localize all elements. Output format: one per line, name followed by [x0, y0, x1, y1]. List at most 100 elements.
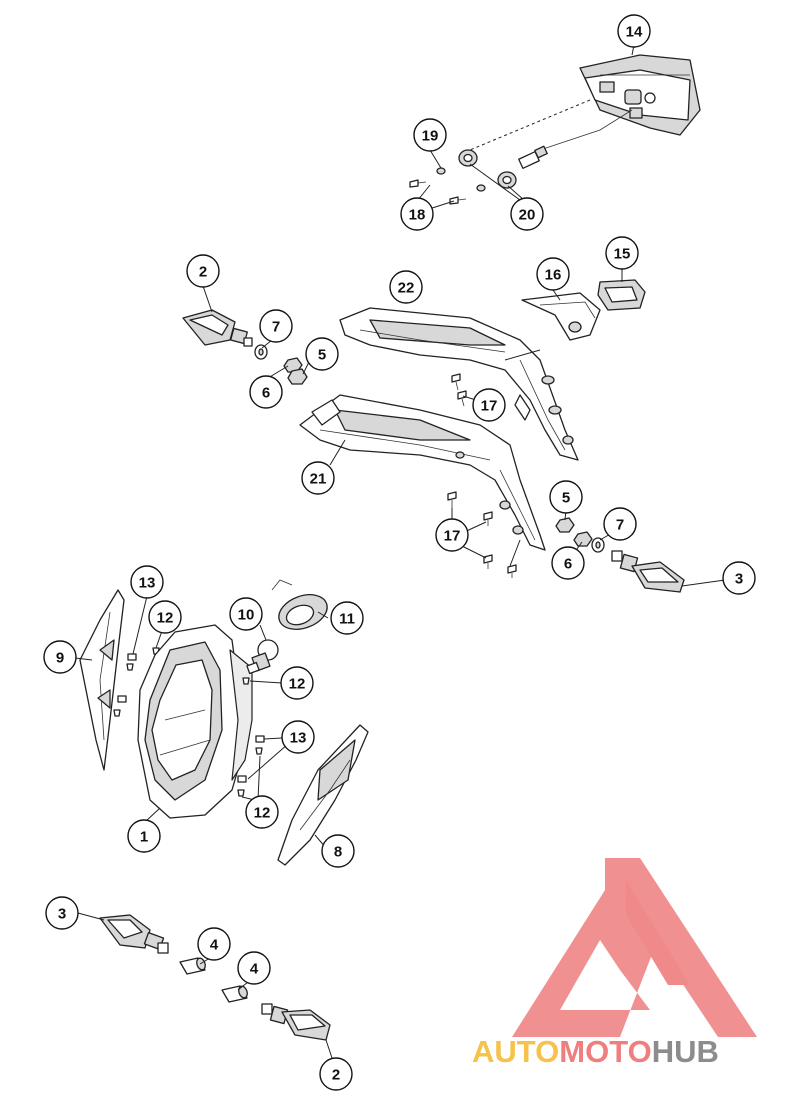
turn-signal-rear-right	[611, 550, 685, 593]
callout-circle	[413, 118, 447, 152]
screw	[483, 554, 493, 569]
callout-16: 16	[536, 257, 570, 291]
callout-circle	[186, 254, 220, 288]
callout-number: 12	[254, 805, 271, 822]
callout-17: 17	[435, 518, 469, 552]
callout-circle	[549, 480, 583, 514]
callout-number: 13	[290, 730, 307, 747]
screw	[126, 663, 134, 671]
callout-number: 4	[250, 961, 259, 978]
callout-number: 11	[339, 611, 355, 628]
callout-21: 21	[301, 461, 335, 495]
clip	[127, 653, 137, 661]
callout-number: 12	[289, 676, 306, 693]
callout-11: 11	[330, 601, 364, 635]
rear-subframe-upper	[339, 307, 579, 461]
callout-3: 3	[722, 561, 756, 595]
callout-7: 7	[603, 507, 637, 541]
callout-12: 12	[148, 600, 182, 634]
callout-17: 17	[472, 388, 506, 422]
callout-circle	[130, 565, 164, 599]
callout-number: 2	[199, 264, 207, 281]
callout-14: 14	[617, 14, 651, 48]
grommet-upper	[458, 149, 478, 167]
callout-number: 6	[564, 556, 572, 573]
clip	[237, 775, 247, 783]
callout-circle	[229, 597, 263, 631]
callout-22: 22	[389, 270, 423, 304]
callout-number: 7	[616, 517, 624, 534]
callout-number: 6	[262, 385, 270, 402]
callout-circle	[472, 388, 506, 422]
callout-circle	[722, 561, 756, 595]
logo-inner-stroke	[626, 880, 690, 985]
callout-19: 19	[413, 118, 447, 152]
callout-circle	[321, 834, 355, 868]
callout-circle	[536, 257, 570, 291]
logo-wordmark: AUTOMOTOHUB	[472, 1034, 719, 1069]
callout-9: 9	[43, 640, 77, 674]
callout-circle	[305, 337, 339, 371]
callout-number: 22	[398, 280, 415, 297]
callout-6: 6	[551, 546, 585, 580]
clip	[117, 695, 127, 703]
callout-circle	[245, 795, 279, 829]
callout-2: 2	[319, 1057, 353, 1091]
callout-number: 14	[626, 24, 643, 41]
callout-number: 4	[210, 937, 219, 954]
callout-circle	[400, 197, 434, 231]
logo-text-moto: MOTO	[559, 1034, 651, 1069]
nut	[287, 368, 308, 385]
callout-number: 8	[334, 844, 342, 861]
callout-number: 3	[58, 906, 66, 923]
headlight-side-panel-right	[277, 724, 369, 866]
screw	[507, 564, 517, 578]
callout-7: 7	[259, 309, 293, 343]
callout-circle	[603, 507, 637, 541]
callout-number: 20	[519, 207, 536, 224]
callout-15: 15	[605, 236, 639, 270]
screw	[113, 709, 121, 717]
callout-number: 3	[735, 571, 743, 588]
screw	[447, 491, 457, 508]
callout-8: 8	[321, 834, 355, 868]
callout-circle	[281, 720, 315, 754]
callout-circle	[389, 270, 423, 304]
callout-number: 10	[238, 607, 255, 624]
screw	[237, 789, 245, 797]
callout-10: 10	[229, 597, 263, 631]
callout-circle	[551, 546, 585, 580]
bulb-dust-cover	[271, 579, 328, 630]
callout-12: 12	[280, 666, 314, 700]
turn-signal-front-right	[261, 1003, 331, 1041]
callout-number: 21	[310, 471, 327, 488]
screw	[242, 677, 250, 685]
automotohub-logo: AUTOMOTOHUB	[472, 858, 757, 1069]
headlight-assembly	[137, 624, 253, 819]
callout-circle	[617, 14, 651, 48]
callout-number: 5	[562, 490, 570, 507]
callout-number: 19	[422, 128, 439, 145]
callout-circle	[148, 600, 182, 634]
callout-number: 17	[481, 398, 498, 415]
callout-circle	[249, 375, 283, 409]
callout-13: 13	[130, 565, 164, 599]
callout-circle	[43, 640, 77, 674]
logo-triangle-mark	[512, 858, 757, 1037]
logo-text-hub: HUB	[652, 1034, 719, 1069]
wire-connector	[518, 145, 548, 169]
callout-1: 1	[127, 819, 161, 853]
mounting-bracket	[521, 292, 601, 341]
callout-number: 2	[332, 1067, 340, 1084]
callout-number: 15	[614, 246, 631, 263]
callout-6: 6	[249, 375, 283, 409]
washer	[476, 184, 486, 192]
spacer-sleeve	[221, 985, 248, 1003]
callout-18: 18	[400, 197, 434, 231]
screw	[255, 747, 263, 755]
callout-circle	[435, 518, 469, 552]
callout-number: 13	[139, 575, 156, 592]
callout-circle	[197, 927, 231, 961]
callout-number: 12	[157, 610, 174, 627]
